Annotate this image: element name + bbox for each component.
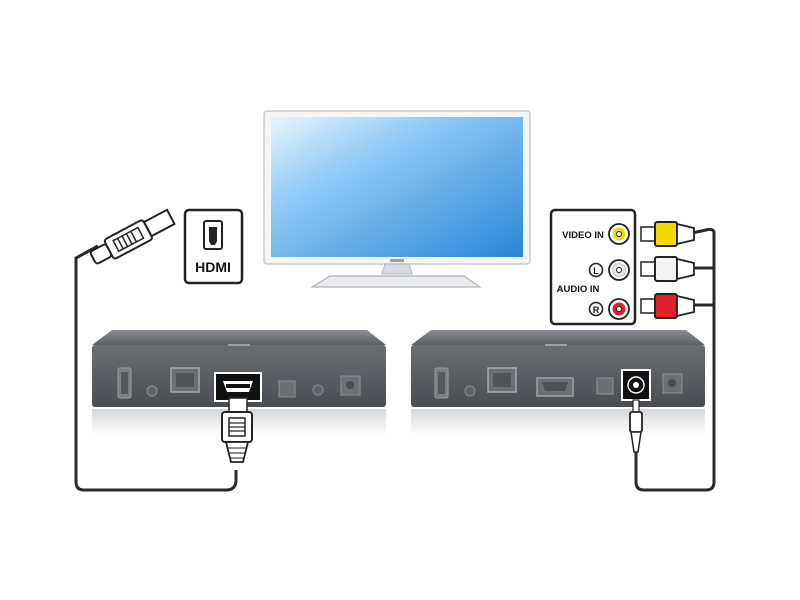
- television: [263, 110, 531, 288]
- optical-port-left: [278, 380, 296, 398]
- ethernet-port-left: [170, 367, 200, 393]
- audio-left-badge: L: [588, 262, 604, 278]
- hdmi-port-right: [536, 377, 574, 397]
- tv-stand-neck: [381, 263, 413, 275]
- hdmi-plug-top-icon: [89, 208, 176, 265]
- video-in-jack-icon: [608, 223, 630, 245]
- audio-jack-left: [312, 384, 324, 396]
- usb-port-left: [117, 367, 132, 399]
- hdmi-port-panel: HDMI: [183, 208, 244, 285]
- usb-port-right: [434, 367, 449, 399]
- rca-plug-white-icon: [640, 256, 695, 282]
- av-input-panel: VIDEO IN L AUDIO IN R: [549, 208, 637, 326]
- av-cable: [634, 227, 716, 492]
- left-label: L: [593, 266, 599, 276]
- set-top-box-right: [411, 330, 705, 435]
- tv-logo: [390, 259, 404, 262]
- audio-in-label: AUDIO IN: [557, 284, 600, 295]
- audio-left-jack-icon: [608, 259, 630, 281]
- av-port-right: [621, 369, 651, 401]
- rca-plug-yellow-icon: [640, 221, 695, 247]
- hdmi-label: HDMI: [195, 259, 231, 275]
- right-label: R: [593, 305, 600, 315]
- ethernet-port-right: [487, 367, 517, 393]
- tv-stand-base: [309, 275, 482, 288]
- button-left: [146, 385, 158, 397]
- hdmi-port-left: [214, 372, 262, 402]
- hdmi-port-icon: [203, 220, 223, 250]
- av-jack-plug-icon: [629, 399, 643, 453]
- audio-right-badge: R: [588, 301, 604, 317]
- video-in-label: VIDEO IN: [562, 230, 604, 241]
- button-right: [464, 385, 476, 397]
- audio-right-jack-icon: [608, 298, 630, 320]
- tv-screen: [271, 117, 523, 257]
- hdmi-plug-bottom-icon: [221, 397, 253, 463]
- hdmi-cable: [74, 208, 238, 492]
- optical-port-right: [596, 377, 614, 395]
- rca-plug-red-icon: [640, 293, 695, 319]
